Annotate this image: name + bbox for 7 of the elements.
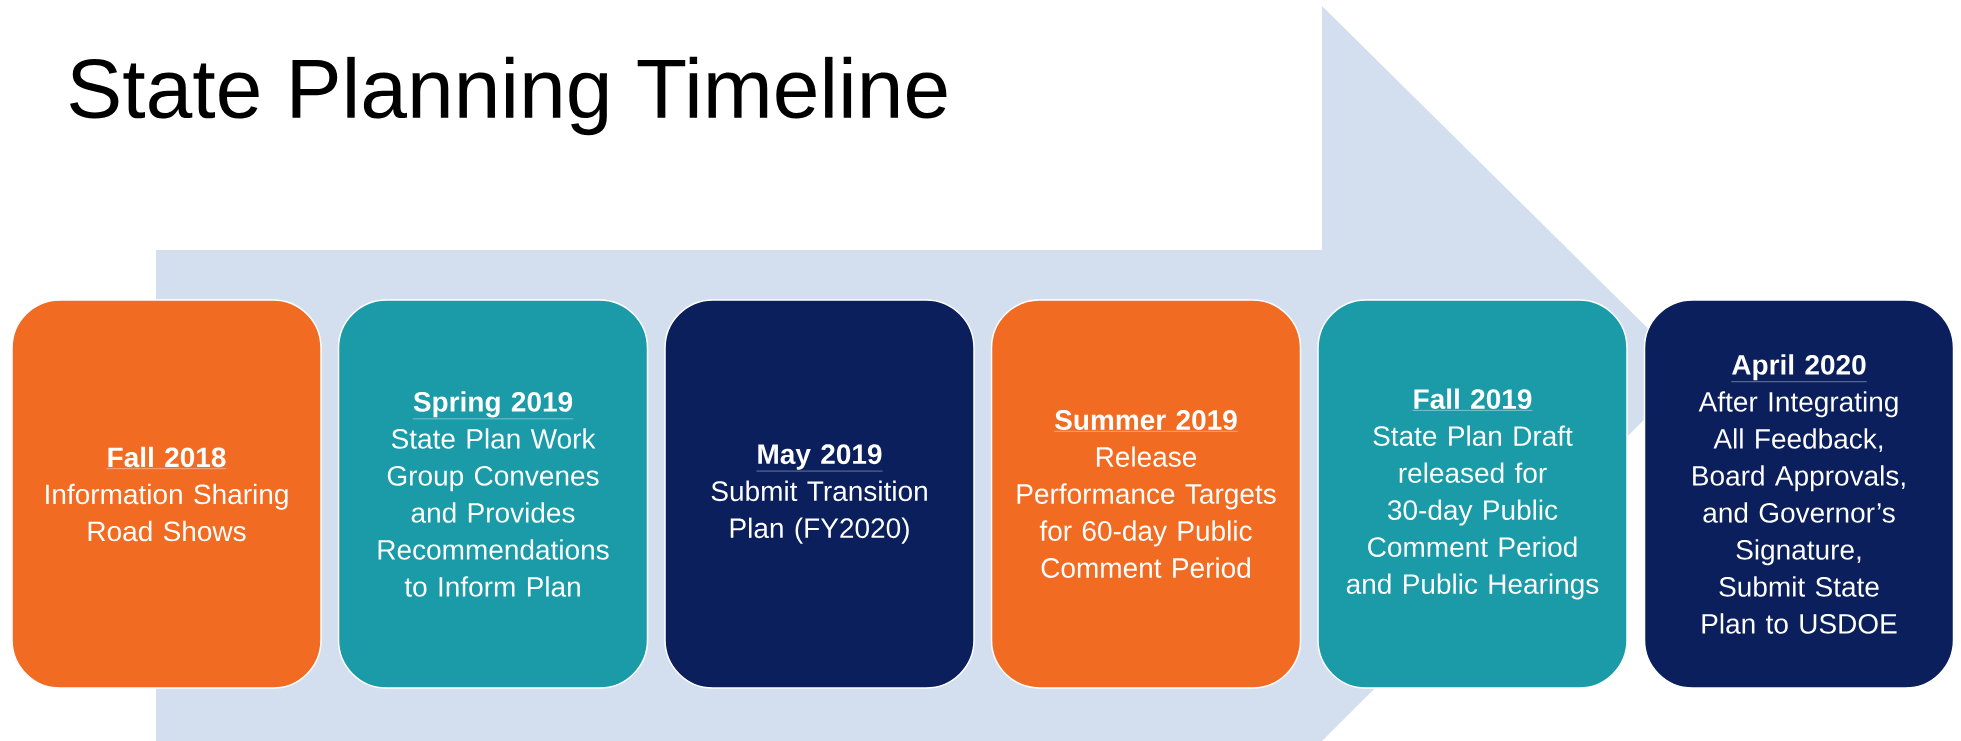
title: State Planning Timeline	[70, 56, 947, 136]
timeline-box: Fall 2018 Information Sharing Road Shows	[11, 299, 322, 689]
timeline-box: May 2019 Submit Transition Plan (FY2020)	[664, 299, 975, 689]
timeline-box: Spring 2019 State Plan Work Group Convenes and Provides Recommendations to Inform Plan	[337, 299, 649, 689]
timeline-box: Fall 2019 State Plan Draft released for 30-day Public Comment Period and Public Hearings	[1317, 299, 1628, 689]
timeline-box: Summer 2019 Release Performance Targets for 60-day Public Comment Period	[990, 299, 1302, 689]
timeline-box: April 2020 After Integrating All Feedback, Board Approvals, and Governor’s Signature, Submit State Plan to USDOE	[1643, 299, 1955, 689]
